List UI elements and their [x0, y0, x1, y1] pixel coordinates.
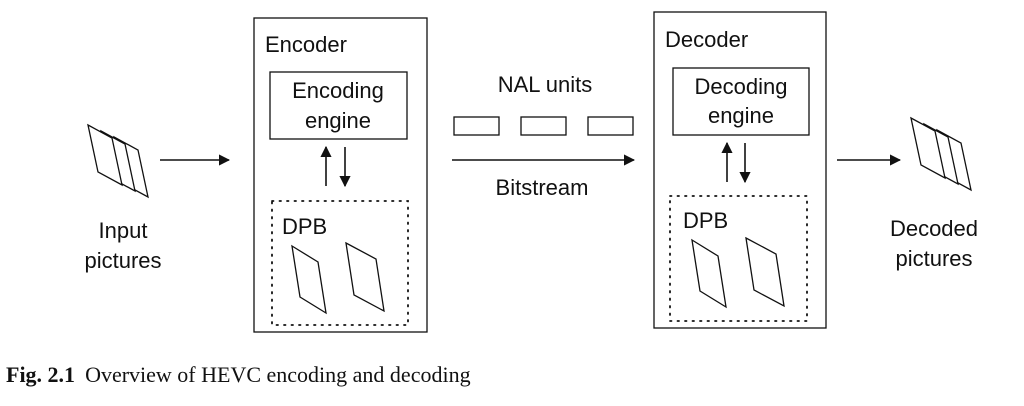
decoder-dpb-picture-2: [745, 236, 785, 308]
figure-caption-text: Overview of HEVC encoding and decoding: [85, 362, 471, 387]
input-pictures-icon: [87, 123, 149, 199]
decoder-dpb-label: DPB: [683, 208, 728, 233]
encoder-title: Encoder: [265, 32, 347, 57]
decoded-pictures-label-line2: pictures: [895, 246, 972, 271]
input-pictures-label-line1: Input: [99, 218, 148, 243]
decoder-title: Decoder: [665, 27, 748, 52]
decoding-engine-label-line2: engine: [708, 103, 774, 128]
encoder-dpb-box: [271, 200, 409, 326]
decoded-pictures-label-line1: Decoded: [890, 216, 978, 241]
decoding-engine-label-line1: Decoding: [695, 74, 788, 99]
nal-units-label: NAL units: [498, 72, 593, 97]
encoder-dpb-label: DPB: [282, 214, 327, 239]
nal-unit-3: [587, 116, 634, 136]
bitstream-label: Bitstream: [496, 175, 589, 200]
encoder-dpb-picture-2: [345, 241, 385, 313]
encoding-engine-label-line1: Encoding: [292, 78, 384, 103]
encoder-dpb-picture-1: [291, 244, 327, 315]
decoder-dpb-box: [669, 195, 808, 322]
nal-unit-1: [453, 116, 500, 136]
figure-caption: Fig. 2.1 Overview of HEVC encoding and de…: [6, 362, 471, 388]
hevc-overview-diagram: Input pictures Encoder Encoding engine D…: [84, 11, 978, 333]
decoding-engine-box: [672, 67, 810, 136]
figure-number: Fig. 2.1: [6, 362, 76, 387]
encoder-box: [253, 17, 428, 333]
encoding-engine-box: [269, 71, 408, 140]
encoding-engine-label-line2: engine: [305, 108, 371, 133]
decoder-box: [653, 11, 827, 329]
decoder-dpb-picture-1: [691, 238, 727, 309]
input-pictures-label-line2: pictures: [84, 248, 161, 273]
nal-unit-2: [520, 116, 567, 136]
decoded-pictures-icon: [910, 116, 972, 192]
